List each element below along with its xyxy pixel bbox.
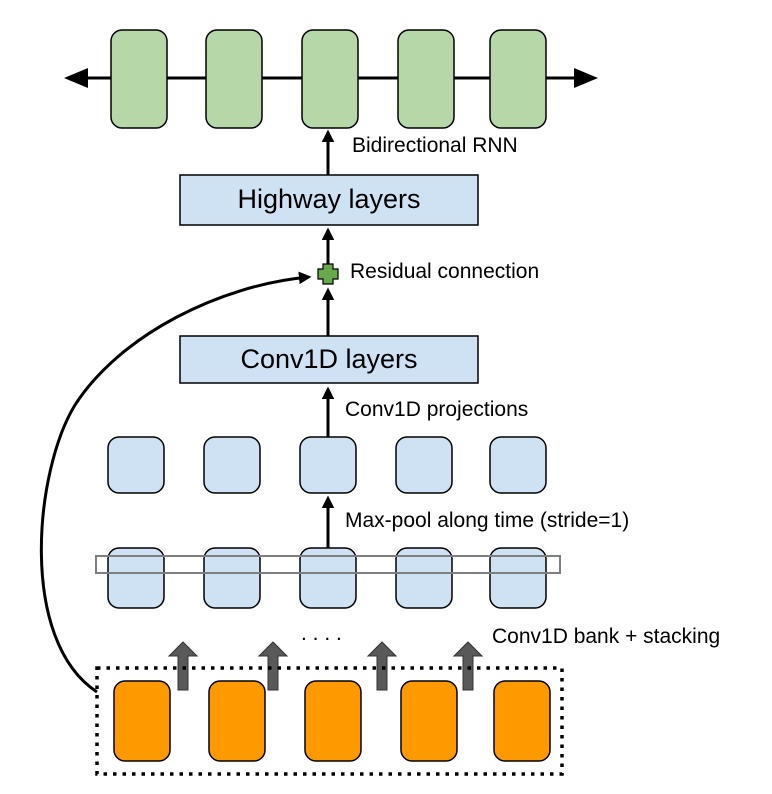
bidirectional-rnn-label: Bidirectional RNN bbox=[352, 134, 518, 157]
maxpool-cell bbox=[489, 436, 547, 494]
stacking-arrow bbox=[366, 641, 398, 691]
maxpool-cell bbox=[203, 436, 261, 494]
conv-bank-cells bbox=[107, 547, 547, 609]
rnn-arrowhead-left bbox=[64, 68, 88, 88]
conv1d-bank-label: Conv1D bank + stacking bbox=[492, 625, 720, 648]
residual-connection-label: Residual connection bbox=[350, 260, 539, 283]
input-cells bbox=[113, 680, 551, 762]
stacking-arrow bbox=[167, 641, 199, 691]
rnn-cell bbox=[397, 29, 455, 129]
stacking-arrow bbox=[257, 641, 289, 691]
input-cell bbox=[208, 680, 266, 762]
conv1d-projections-label: Conv1D projections bbox=[345, 398, 528, 421]
rnn-cell bbox=[489, 29, 547, 129]
conv1d-layers-block bbox=[179, 335, 479, 384]
maxpool-cell bbox=[395, 436, 453, 494]
input-cell bbox=[493, 680, 551, 762]
maxpool-cell bbox=[299, 436, 357, 494]
stacking-arrow bbox=[452, 641, 484, 691]
residual-plus-icon bbox=[317, 263, 339, 285]
rnn-arrowhead-right bbox=[574, 68, 598, 88]
ellipsis: . . . . bbox=[301, 622, 342, 645]
conv-bank-cell bbox=[395, 547, 453, 609]
rnn-cell bbox=[110, 29, 168, 129]
conv-bank-cell bbox=[107, 547, 165, 609]
input-cell bbox=[113, 680, 171, 762]
rnn-cell bbox=[301, 29, 359, 129]
rnn-cells bbox=[110, 29, 547, 129]
rnn-cell bbox=[205, 29, 263, 129]
conv-bank-cell bbox=[489, 547, 547, 609]
maxpool-cell bbox=[107, 436, 165, 494]
conv1d-layers-label: Conv1D layers bbox=[240, 344, 417, 374]
conv-bank-cell bbox=[203, 547, 261, 609]
input-cell bbox=[304, 680, 362, 762]
residual-connection-curve bbox=[39, 271, 312, 694]
highway-layers-block bbox=[179, 174, 479, 226]
conv-bank-cell bbox=[299, 547, 357, 609]
pooling-window bbox=[95, 555, 561, 574]
highway-layers-label: Highway layers bbox=[237, 184, 420, 214]
input-cell bbox=[400, 680, 458, 762]
max-pool-label: Max-pool along time (stride=1) bbox=[345, 509, 629, 532]
maxpool-output-cells bbox=[107, 436, 547, 494]
